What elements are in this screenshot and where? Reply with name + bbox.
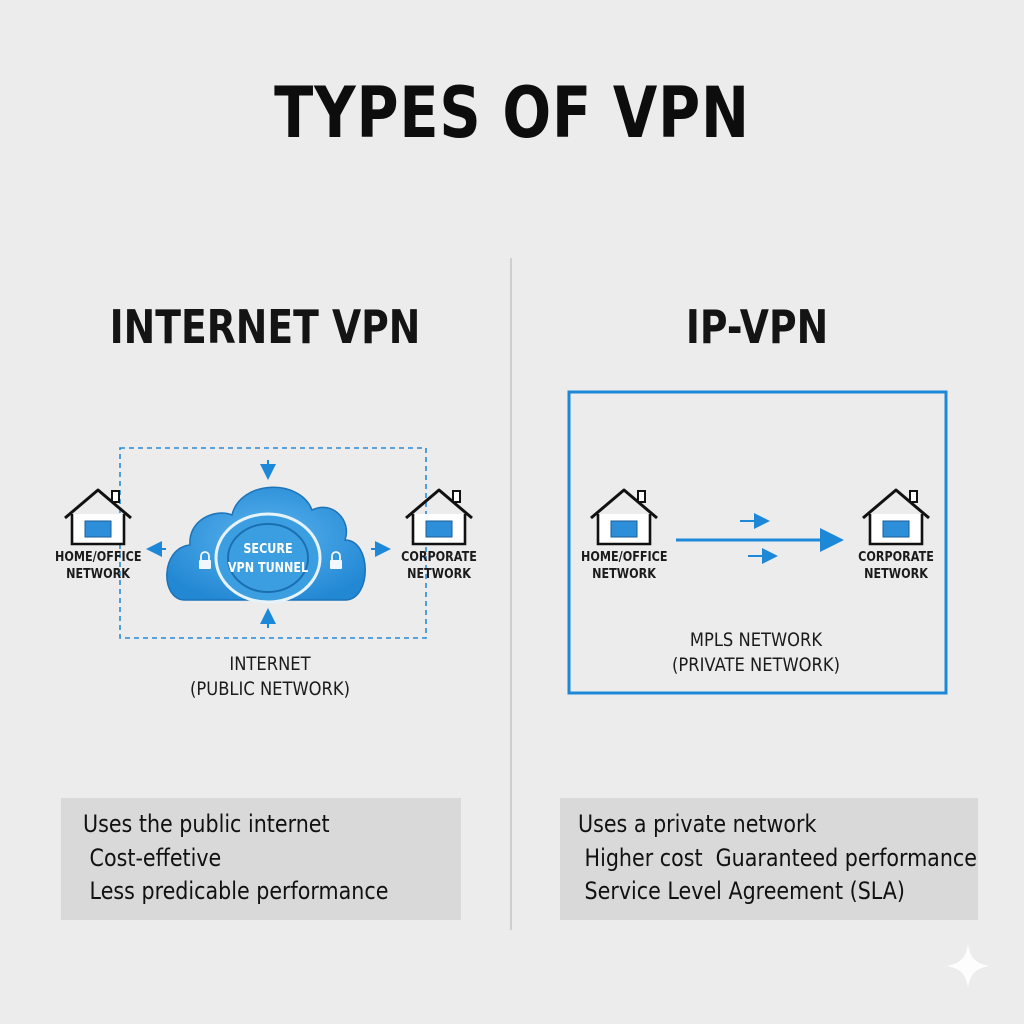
internet-vpn-features: Uses the public internet Cost-effetive L… (61, 798, 461, 920)
feature-item: Uses the public internet (83, 810, 330, 838)
vpn-tunnel-ring (214, 512, 322, 604)
mpls-network-box (567, 390, 948, 695)
feature-item: Uses a private network (578, 810, 817, 838)
ip-vpn-features: Uses a private network Higher cost Guara… (560, 798, 978, 920)
home-office-label: HOME/OFFICE NETWORK (55, 550, 142, 582)
internet-cloud-icon (166, 486, 366, 604)
feature-item: Less predicable performance (83, 877, 389, 905)
ip-home-office-house-icon (590, 488, 658, 546)
secure-tunnel-label: SECURE VPN TUNNEL (227, 542, 309, 576)
sparkle-icon (946, 944, 990, 988)
home-office-house-icon (64, 488, 132, 546)
internet-network-label: INTERNET (PUBLIC NETWORK) (190, 653, 350, 700)
mpls-network-label: MPLS NETWORK (PRIVATE NETWORK) (672, 629, 840, 676)
section-divider (510, 258, 512, 930)
feature-item: Service Level Agreement (SLA) (578, 877, 905, 905)
page-title: TYPES OF VPN (274, 72, 750, 154)
ip-corporate-house-icon (862, 488, 930, 546)
feature-item: Cost-effetive (83, 843, 222, 872)
corporate-house-icon (405, 488, 473, 546)
ip-home-office-label: HOME/OFFICE NETWORK (581, 550, 668, 582)
ip-vpn-heading: IP-VPN (685, 300, 829, 354)
lock-icon-left (199, 551, 211, 569)
internet-vpn-heading: INTERNET VPN (109, 300, 421, 354)
corporate-label: CORPORATE NETWORK (401, 550, 477, 582)
feature-item: Higher cost Guaranteed performance (578, 843, 977, 872)
ip-corporate-label: CORPORATE NETWORK (858, 550, 934, 582)
lock-icon-right (330, 551, 342, 569)
